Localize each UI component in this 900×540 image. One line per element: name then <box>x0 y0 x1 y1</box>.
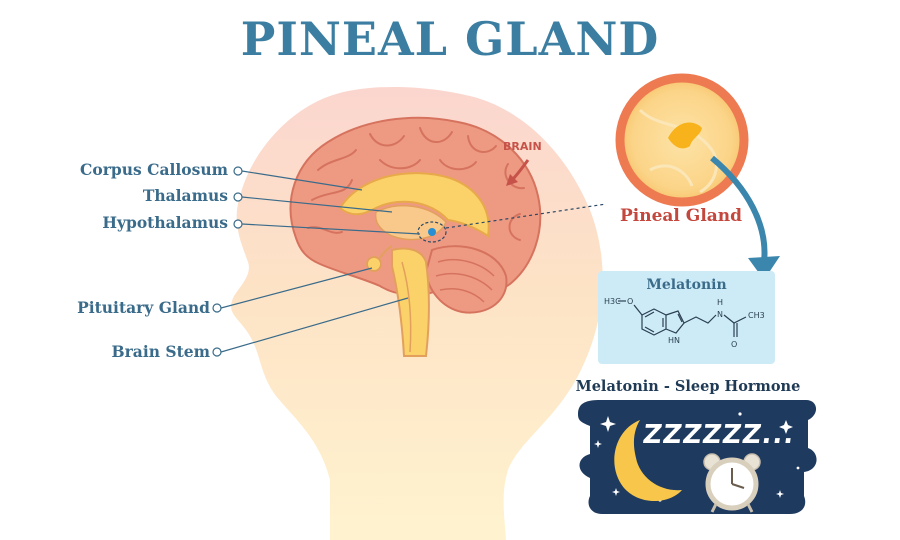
sleep-hormone-title: Melatonin - Sleep Hormone <box>575 378 801 395</box>
pineal-location-marker <box>417 221 447 243</box>
label-hypothalamus: Hypothalamus <box>102 213 228 232</box>
label-corpus-callosum: Corpus Callosum <box>80 160 228 179</box>
melatonin-title: Melatonin <box>646 277 727 293</box>
label-brain: BRAIN <box>503 140 542 153</box>
mel-acetyl-ch3: CH3 <box>748 311 765 320</box>
sleep-zzz-text: ZZZZZZ... <box>640 420 797 450</box>
pineal-gland-shape <box>668 122 702 149</box>
pineal-zoom-line <box>445 203 607 229</box>
brain-stem-shape <box>391 247 430 357</box>
curved-arrow-icon <box>710 155 768 263</box>
moon-icon <box>614 420 682 501</box>
mel-nitrogen: N <box>717 310 723 319</box>
night-sky-banner <box>578 400 817 514</box>
mel-nitrogen-h: H <box>717 298 723 307</box>
pituitary-shape <box>366 256 382 272</box>
cerebellum-shape <box>424 245 508 314</box>
alarm-clock-icon <box>703 453 761 513</box>
label-brain-stem: Brain Stem <box>111 342 210 361</box>
mel-oxygen: O <box>627 297 633 306</box>
mel-methyl: H3C <box>604 297 621 306</box>
label-thalamus: Thalamus <box>142 186 228 205</box>
page-title: PINEAL GLAND <box>240 12 660 66</box>
label-pineal-gland: Pineal Gland <box>620 206 743 226</box>
melatonin-structure: H3C O H N HN O CH3 <box>604 297 765 349</box>
label-pituitary-gland: Pituitary Gland <box>77 298 210 317</box>
melatonin-box: Melatonin H3C O H N HN O CH3 <box>598 271 775 364</box>
mel-carbonyl-o: O <box>731 340 737 349</box>
leader-lines <box>212 166 421 357</box>
mel-nh: HN <box>668 336 680 345</box>
